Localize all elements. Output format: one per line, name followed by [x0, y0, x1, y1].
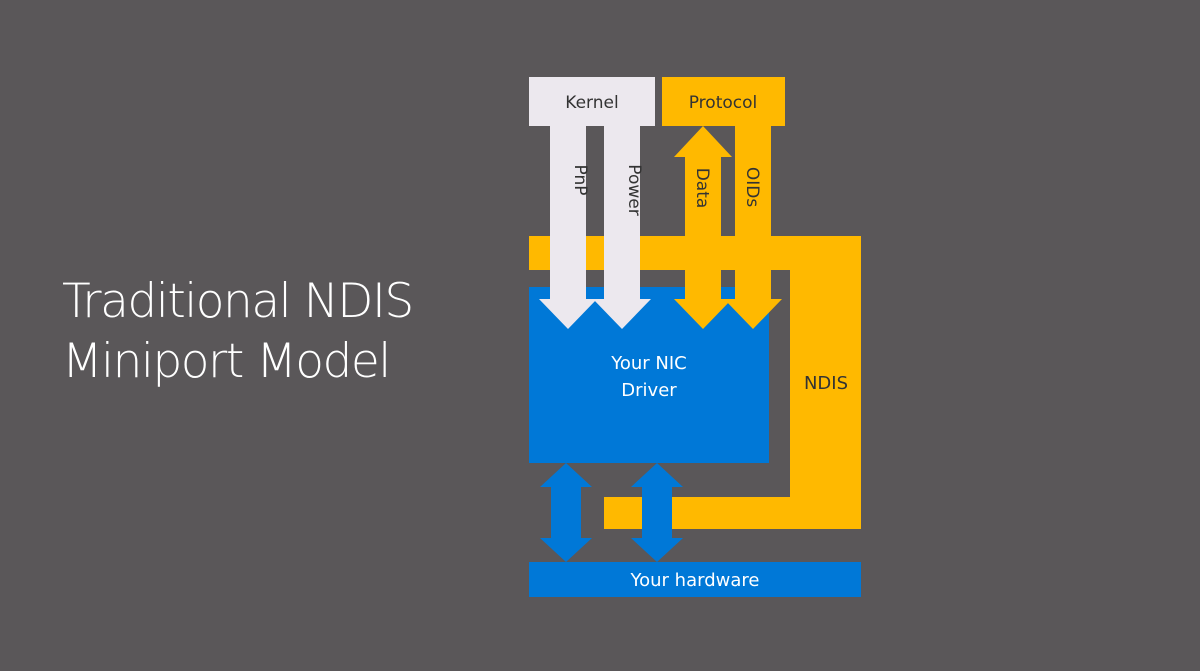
- kernel-label: Kernel: [565, 93, 618, 113]
- oids-arrow: [724, 126, 782, 329]
- ndis-hardware-arrow: [631, 463, 683, 562]
- pnp-arrow: [539, 126, 597, 329]
- power-label: Power: [624, 164, 644, 215]
- data-arrow: [674, 126, 732, 329]
- pnp-label: PnP: [570, 165, 590, 196]
- hardware-bar: [529, 562, 861, 597]
- protocol-label: Protocol: [689, 93, 758, 113]
- slide-title-line-1: Traditional NDIS: [62, 274, 414, 329]
- driver-label-line-1: Your NIC: [610, 353, 687, 374]
- protocol-box: [662, 77, 785, 126]
- hardware-label: Your hardware: [630, 570, 760, 591]
- data-label: Data: [692, 168, 712, 209]
- ndis-label: NDIS: [804, 373, 848, 394]
- slide-title: Traditional NDIS Miniport Model: [62, 272, 492, 392]
- driver-label-line-2: Driver: [621, 380, 677, 401]
- slide-title-line-2: Miniport Model: [62, 334, 391, 389]
- kernel-box: [529, 77, 655, 126]
- driver-hardware-arrow: [540, 463, 592, 562]
- power-arrow: [593, 126, 651, 329]
- oids-label: OIDs: [742, 167, 762, 207]
